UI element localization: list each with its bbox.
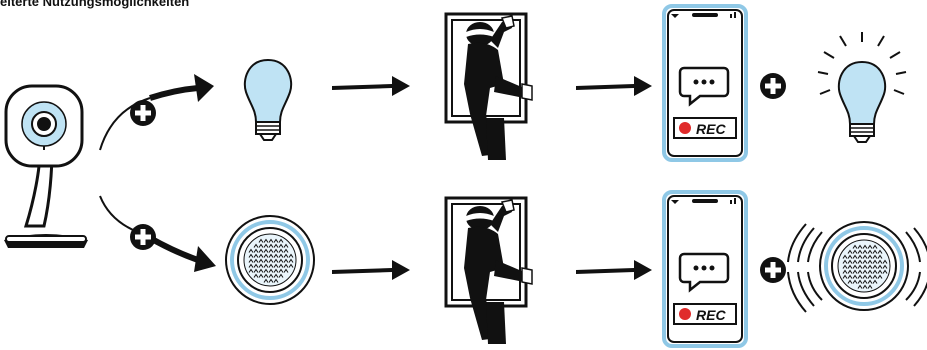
phone-icon-2: REC [664, 192, 746, 346]
rec-label-2: REC [696, 307, 726, 323]
plus-icon-result-top [760, 73, 786, 99]
intruder-icon-2 [446, 198, 532, 344]
sounding-siren-icon [788, 222, 927, 312]
plus-icon-result-bottom [760, 257, 786, 283]
plus-icon-bottom [130, 224, 156, 250]
intruder-icon [446, 14, 532, 160]
camera-icon [4, 86, 88, 248]
arrow-to-bulb-head [194, 74, 214, 102]
phone-icon: REC [664, 6, 746, 160]
arrow-right-1 [332, 76, 410, 96]
bulb-icon [245, 60, 291, 140]
siren-icon [226, 216, 314, 304]
arrow-to-siren-head [194, 246, 216, 272]
arrow-to-bulb [150, 88, 198, 98]
arrow-to-siren [150, 238, 198, 260]
arrow-right-3 [332, 260, 410, 280]
lit-bulb-icon [818, 32, 906, 142]
plus-icon-top [130, 100, 156, 126]
arrow-right-4 [576, 260, 652, 280]
rec-label: REC [696, 121, 726, 137]
arrow-right-2 [576, 76, 652, 96]
